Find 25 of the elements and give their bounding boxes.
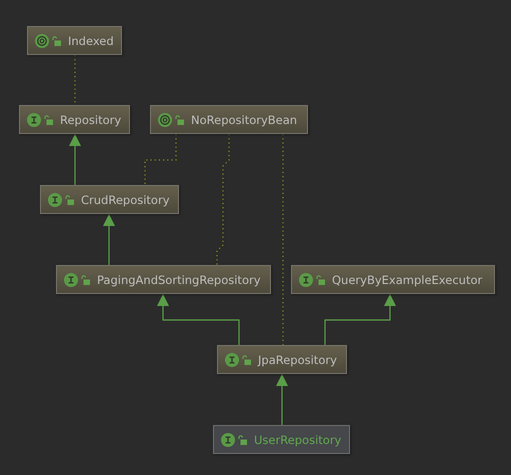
dotted-connector	[74, 55, 76, 105]
class-name: CrudRepository	[81, 192, 170, 206]
inheritance-arrow	[324, 294, 396, 345]
inheritance-arrow	[276, 374, 288, 425]
class-name: Repository	[60, 112, 122, 126]
class-name: NoRepositoryBean	[191, 112, 298, 126]
class-name: JpaRepository	[258, 352, 337, 366]
class-name: PagingAndSortingRepository	[97, 272, 261, 286]
class-name: QueryByExampleExecutor	[332, 272, 482, 286]
dotted-connector	[216, 134, 230, 265]
inheritance-arrow	[69, 134, 81, 185]
class-box	[19, 105, 130, 134]
class-box	[27, 26, 122, 55]
class-box	[213, 425, 350, 454]
inheritance-arrow	[103, 214, 115, 265]
class-name: UserRepository	[254, 432, 342, 446]
class-box	[291, 265, 495, 294]
class-box	[56, 265, 271, 294]
class-box	[150, 105, 308, 134]
dotted-connector	[144, 134, 177, 185]
class-box	[217, 345, 347, 374]
class-box	[40, 185, 179, 214]
dotted-connector	[282, 134, 284, 345]
inheritance-arrow	[157, 294, 240, 345]
class-name: Indexed	[68, 34, 114, 48]
